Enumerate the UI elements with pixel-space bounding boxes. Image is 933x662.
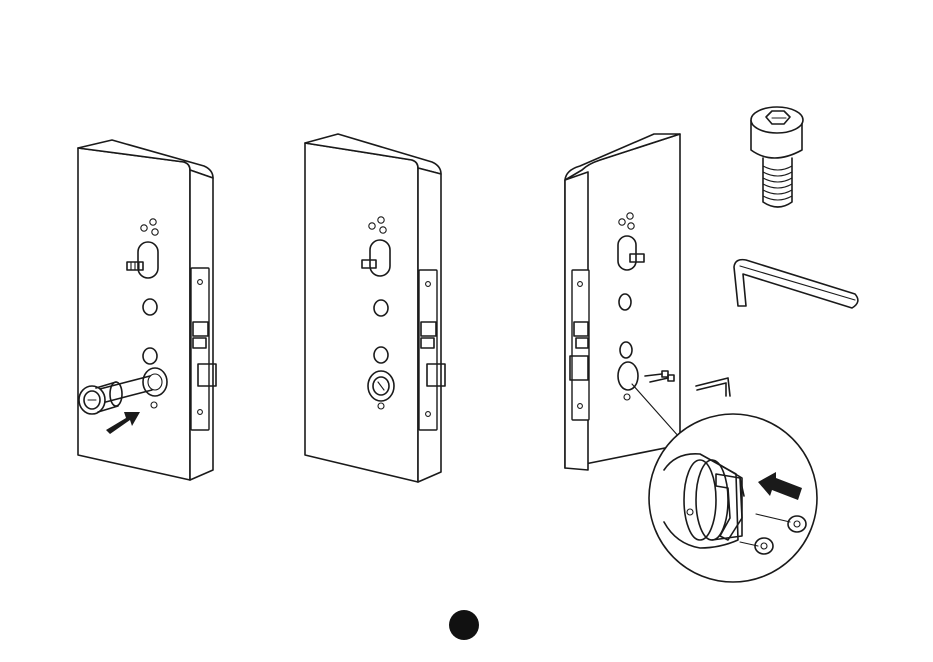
detail-zoom-circle xyxy=(649,414,817,582)
page-number xyxy=(449,610,479,640)
allen-key-icon xyxy=(734,260,858,308)
step-1-door-panel xyxy=(78,140,216,480)
step-3-small-allen-key xyxy=(696,378,730,396)
step-2-door-panel xyxy=(305,134,445,482)
step-3-door-panel xyxy=(565,134,680,470)
hex-socket-screw-icon xyxy=(751,107,803,207)
